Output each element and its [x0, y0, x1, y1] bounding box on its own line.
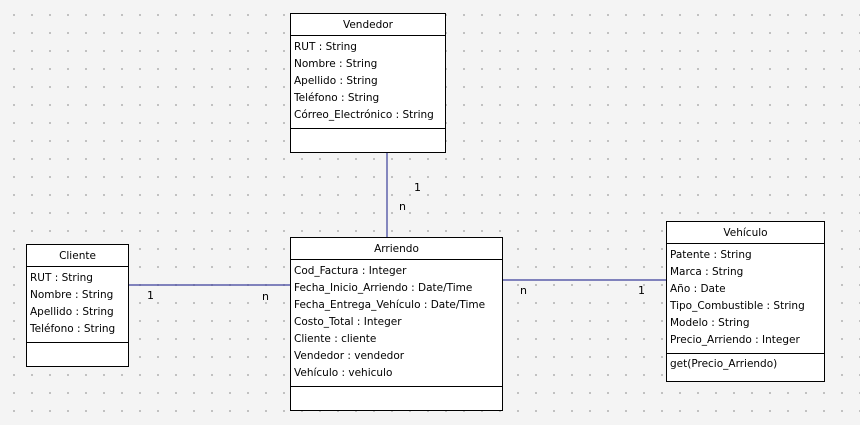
class-vehiculo-attributes: Patente : String Marca : String Año : Da…: [667, 244, 824, 354]
attribute: Cliente : cliente: [294, 333, 377, 345]
attribute: RUT : String: [294, 41, 357, 53]
attribute: Marca : String: [670, 266, 744, 278]
attribute: Nombre : String: [30, 289, 114, 301]
class-vehiculo-name: Vehículo: [667, 222, 824, 244]
class-vendedor[interactable]: Vendedor RUT : String Nombre : String Ap…: [290, 13, 446, 153]
multiplicity-arriendo-end-vehiculo: n: [520, 284, 527, 297]
attribute: Precio_Arriendo : Integer: [670, 334, 800, 346]
attribute: Teléfono : String: [30, 323, 116, 335]
class-vehiculo-operations: get(Precio_Arriendo): [667, 354, 824, 375]
attribute: Vehículo : vehiculo: [294, 367, 393, 379]
class-cliente-operations: [27, 343, 128, 347]
class-cliente[interactable]: Cliente RUT : String Nombre : String Ape…: [26, 244, 129, 367]
attribute: Patente : String: [670, 249, 752, 261]
attribute: Costo_Total : Integer: [294, 316, 402, 328]
multiplicity-cliente-end: 1: [147, 289, 154, 302]
multiplicity-vendedor-end: 1: [414, 181, 421, 194]
class-vendedor-name: Vendedor: [291, 14, 445, 36]
class-vendedor-attributes: RUT : String Nombre : String Apellido : …: [291, 36, 445, 129]
attribute: Córreo_Electrónico : String: [294, 109, 434, 121]
class-arriendo-operations: [291, 387, 502, 391]
attribute: Teléfono : String: [294, 92, 380, 104]
attribute: RUT : String: [30, 272, 93, 284]
class-cliente-name: Cliente: [27, 245, 128, 267]
multiplicity-vehiculo-end: 1: [638, 284, 645, 297]
operation: get(Precio_Arriendo): [670, 358, 778, 370]
multiplicity-arriendo-end-vendedor: n: [399, 200, 406, 213]
class-arriendo-name: Arriendo: [291, 238, 502, 260]
attribute: Vendedor : vendedor: [294, 350, 405, 362]
attribute: Apellido : String: [30, 306, 114, 318]
attribute: Nombre : String: [294, 58, 378, 70]
attribute: Modelo : String: [670, 317, 750, 329]
class-arriendo-attributes: Cod_Factura : Integer Fecha_Inicio_Arrie…: [291, 260, 502, 387]
class-vehiculo[interactable]: Vehículo Patente : String Marca : String…: [666, 221, 825, 382]
attribute: Cod_Factura : Integer: [294, 265, 407, 277]
class-arriendo[interactable]: Arriendo Cod_Factura : Integer Fecha_Ini…: [290, 237, 503, 411]
class-cliente-attributes: RUT : String Nombre : String Apellido : …: [27, 267, 128, 343]
attribute: Fecha_Entrega_Vehículo : Date/Time: [294, 299, 486, 311]
attribute: Año : Date: [670, 283, 726, 295]
multiplicity-arriendo-end-cliente: n: [262, 290, 269, 303]
attribute: Fecha_Inicio_Arriendo : Date/Time: [294, 282, 473, 294]
attribute: Tipo_Combustible : String: [670, 300, 805, 312]
attribute: Apellido : String: [294, 75, 378, 87]
class-vendedor-operations: [291, 129, 445, 133]
